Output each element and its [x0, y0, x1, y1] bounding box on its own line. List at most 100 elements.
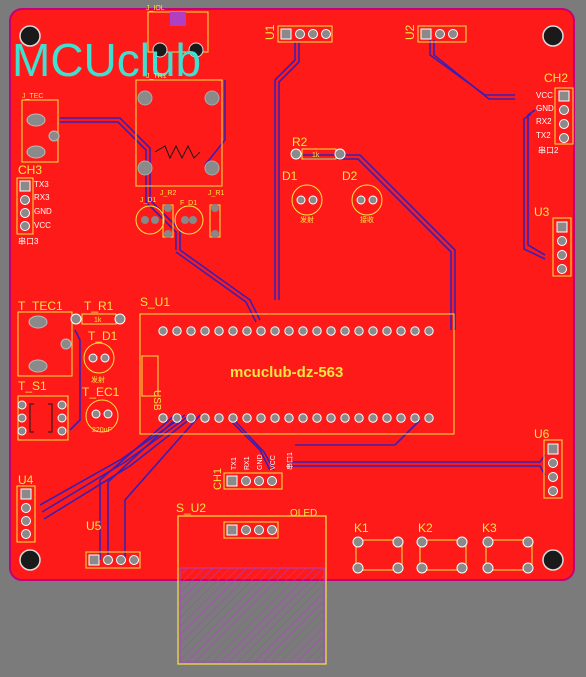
- s-u1-top-pin: [368, 326, 378, 336]
- u2-header: [417, 25, 467, 43]
- s-u1-top-pin: [214, 326, 224, 336]
- s-u1-top-pin: [242, 326, 252, 336]
- s-u1-top-pin: [424, 326, 434, 336]
- label-k3: K3: [482, 521, 497, 535]
- s-u1-top-pin: [270, 326, 280, 336]
- board-label: mcuclub-dz-563: [230, 364, 343, 381]
- ch1-note: 串口1: [286, 452, 294, 470]
- s-u1-top-pin: [158, 326, 168, 336]
- s-u1-top-pin: [340, 326, 350, 336]
- label-t-r1: T_R1: [84, 299, 114, 313]
- label-f-d1: F_D1: [180, 200, 197, 207]
- s-u1-bottom-pin: [214, 413, 224, 423]
- s-u1-bottom-pin: [298, 413, 308, 423]
- s-u1-bottom-pin: [200, 413, 210, 423]
- ch3-pin-1: TX3: [34, 180, 49, 189]
- s-u1-bottom-pin: [354, 413, 364, 423]
- s-u1-bottom-pin: [410, 413, 420, 423]
- j-iol-connector: [147, 11, 209, 58]
- ch1-pin-1: TX1: [231, 457, 238, 470]
- s-u1-top-pin: [256, 326, 266, 336]
- s-u1-top-pin: [382, 326, 392, 336]
- t-s1-switch: [17, 395, 69, 441]
- value-t-ec1: 220uF: [92, 427, 112, 434]
- label-ch3: CH3: [18, 163, 42, 177]
- ch3-note: 串口3: [18, 237, 39, 246]
- value-t-d1: 发射: [91, 375, 105, 384]
- s-u1-bottom-pin: [172, 413, 182, 423]
- s-u1-top-pin: [410, 326, 420, 336]
- label-u3: U3: [534, 205, 550, 219]
- label-u1: U1: [263, 24, 277, 40]
- r2-resistor: [290, 148, 346, 160]
- label-oled: OLED: [290, 508, 317, 519]
- ch2-pin-2: GND: [536, 104, 554, 113]
- s-u1-bottom-pin: [326, 413, 336, 423]
- s-u1-bottom-pin: [424, 413, 434, 423]
- label-ch1: CH1: [212, 468, 224, 490]
- u4-header: [16, 485, 36, 543]
- ch2-note: 串口2: [538, 146, 559, 155]
- label-j-r1: J_R1: [208, 190, 224, 197]
- value-r2: 1k: [312, 152, 320, 159]
- j-tec-connector: [21, 99, 60, 163]
- usb-label: USB: [151, 390, 162, 411]
- key-k2: [416, 536, 468, 574]
- label-d1: D1: [282, 169, 298, 183]
- s-u1-bottom-pin: [270, 413, 280, 423]
- label-j-tec: J_TEC: [22, 93, 43, 100]
- t-d1-led: [83, 342, 115, 374]
- ch1-pin-3: GND: [257, 454, 264, 470]
- s-u1-bottom-pin: [158, 413, 168, 423]
- ch1-pin-2: RX1: [244, 456, 251, 470]
- s-u1-top-pin: [312, 326, 322, 336]
- t-ec1-capacitor: [85, 399, 119, 433]
- ch3-pin-2: RX3: [34, 193, 50, 202]
- label-u6: U6: [534, 427, 550, 441]
- label-s-u1: S_U1: [140, 295, 170, 309]
- ch1-header: [223, 472, 283, 490]
- label-d2: D2: [342, 169, 358, 183]
- value-d2: 接收: [360, 215, 374, 224]
- t-tec1-connector: [17, 311, 73, 377]
- relay-footprint: [135, 79, 223, 187]
- d2-led: [351, 184, 383, 216]
- s-u1-bottom-pin: [340, 413, 350, 423]
- s-u1-bottom-pin: [186, 413, 196, 423]
- s-u2-oled: [177, 515, 327, 665]
- key-k1: [352, 536, 404, 574]
- u3-header: [552, 217, 572, 277]
- label-u4: U4: [18, 473, 34, 487]
- t-r1-resistor: [70, 313, 126, 325]
- label-t-ec1: T_EC1: [82, 385, 120, 399]
- s-u1-bottom-pin: [242, 413, 252, 423]
- label-u2: U2: [403, 24, 417, 40]
- d1-led: [291, 184, 323, 216]
- u6-header: [543, 439, 563, 499]
- label-t-s1: T_S1: [18, 379, 47, 393]
- label-s-u2: S_U2: [176, 501, 206, 515]
- label-k1: K1: [354, 521, 369, 535]
- logo-text: MCUclub: [12, 34, 201, 86]
- s-u1-module: [139, 313, 455, 435]
- label-t-d1: T_D1: [88, 329, 118, 343]
- label-u5: U5: [86, 519, 102, 533]
- s-u1-bottom-pin: [228, 413, 238, 423]
- u5-header: [85, 551, 141, 569]
- s-u1-bottom-pin: [382, 413, 392, 423]
- s-u1-bottom-pin: [284, 413, 294, 423]
- u1-header: [277, 25, 333, 43]
- value-d1: 发射: [300, 215, 314, 224]
- s-u1-bottom-pin: [256, 413, 266, 423]
- s-u1-bottom-pin: [368, 413, 378, 423]
- label-j-iol: J_IOL: [146, 5, 165, 12]
- s-u1-top-pin: [396, 326, 406, 336]
- ch2-pin-3: RX2: [536, 117, 552, 126]
- label-j-d1: J_D1: [140, 197, 156, 204]
- label-j-tr1: J_TR1: [146, 73, 167, 80]
- ch3-header: [16, 177, 34, 235]
- ch3-pin-4: VCC: [34, 221, 51, 230]
- s-u1-top-pin: [186, 326, 196, 336]
- label-r2: R2: [292, 135, 308, 149]
